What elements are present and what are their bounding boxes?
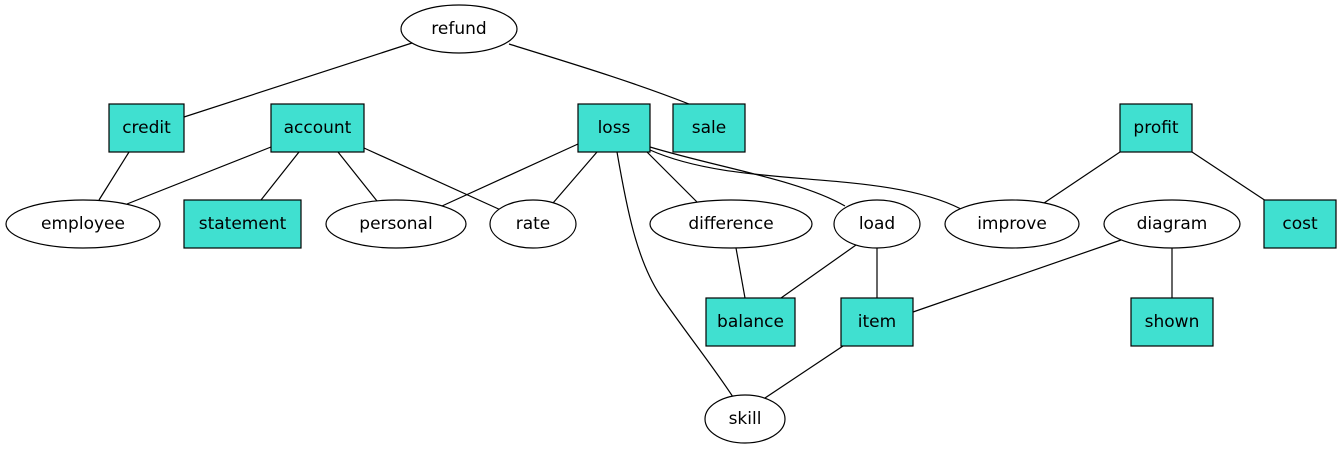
node-shape-profit <box>1119 103 1193 153</box>
node-label-credit: credit <box>122 118 171 138</box>
edge-loss-skill <box>616 151 734 398</box>
node-label-personal: personal <box>359 214 432 234</box>
edge-loss-rate <box>552 151 598 204</box>
node-label-balance: balance <box>717 312 784 332</box>
node-shown: shown <box>1130 297 1214 347</box>
node-balance: balance <box>705 297 796 347</box>
edge-refund-credit <box>183 42 413 118</box>
node-cost: cost <box>1263 199 1337 249</box>
node-label-employee: employee <box>41 214 125 234</box>
node-shape-balance <box>705 297 796 347</box>
edge-loss-difference <box>646 151 698 203</box>
node-shape-load <box>833 199 921 249</box>
node-credit: credit <box>108 103 185 153</box>
graph-edges <box>98 42 1267 401</box>
node-diagram: diagram <box>1103 199 1241 249</box>
node-label-difference: difference <box>688 214 773 234</box>
node-label-account: account <box>284 118 352 138</box>
node-shape-credit <box>108 103 185 153</box>
node-shape-cost <box>1263 199 1337 249</box>
edge-difference-balance <box>735 247 746 299</box>
node-refund: refund <box>400 4 518 54</box>
node-account: account <box>270 103 365 153</box>
edge-profit-improve <box>1043 151 1121 204</box>
edge-loss-load <box>649 146 846 207</box>
node-label-sale: sale <box>692 118 726 138</box>
node-label-profit: profit <box>1133 118 1179 138</box>
node-employee: employee <box>5 199 161 249</box>
node-label-shown: shown <box>1145 312 1200 332</box>
node-rate: rate <box>489 199 577 249</box>
graph-nodes: refund credit account loss sale profit employe… <box>5 4 1337 444</box>
edge-account-personal <box>337 151 378 202</box>
node-label-skill: skill <box>729 409 762 429</box>
node-shape-sale <box>672 103 746 153</box>
node-shape-personal <box>325 199 467 249</box>
node-loss: loss <box>577 103 651 153</box>
node-sale: sale <box>672 103 746 153</box>
edge-loss-personal <box>441 143 579 207</box>
node-profit: profit <box>1119 103 1193 153</box>
node-shape-employee <box>5 199 161 249</box>
edge-account-rate <box>363 147 504 212</box>
node-shape-item <box>840 297 914 347</box>
node-personal: personal <box>325 199 467 249</box>
node-label-diagram: diagram <box>1137 214 1208 234</box>
node-shape-loss <box>577 103 651 153</box>
node-shape-improve <box>944 199 1080 249</box>
edge-account-statement <box>260 151 300 201</box>
node-shape-diagram <box>1103 199 1241 249</box>
node-shape-shown <box>1130 297 1214 347</box>
node-improve: improve <box>944 199 1080 249</box>
edge-loss-improve <box>649 149 962 210</box>
node-shape-skill <box>704 394 786 444</box>
node-shape-difference <box>649 199 813 249</box>
node-label-improve: improve <box>977 214 1047 234</box>
node-shape-account <box>270 103 365 153</box>
edge-item-skill <box>761 345 844 401</box>
edge-load-balance <box>780 244 857 299</box>
node-label-rate: rate <box>516 214 551 234</box>
node-skill: skill <box>704 394 786 444</box>
node-label-cost: cost <box>1282 214 1318 234</box>
node-item: item <box>840 297 914 347</box>
node-difference: difference <box>649 199 813 249</box>
node-label-loss: loss <box>598 118 631 138</box>
node-label-item: item <box>858 312 896 332</box>
edge-credit-employee <box>98 151 130 201</box>
node-shape-refund <box>400 4 518 54</box>
node-load: load <box>833 199 921 249</box>
edge-profit-cost <box>1191 151 1267 202</box>
node-label-load: load <box>859 214 895 234</box>
node-label-refund: refund <box>431 19 486 39</box>
edge-account-employee <box>126 146 272 205</box>
edge-diagram-item <box>912 239 1122 313</box>
node-shape-rate <box>489 199 577 249</box>
node-statement: statement <box>183 199 302 249</box>
node-shape-statement <box>183 199 302 249</box>
edge-refund-sale <box>508 43 690 105</box>
node-label-statement: statement <box>199 214 287 234</box>
